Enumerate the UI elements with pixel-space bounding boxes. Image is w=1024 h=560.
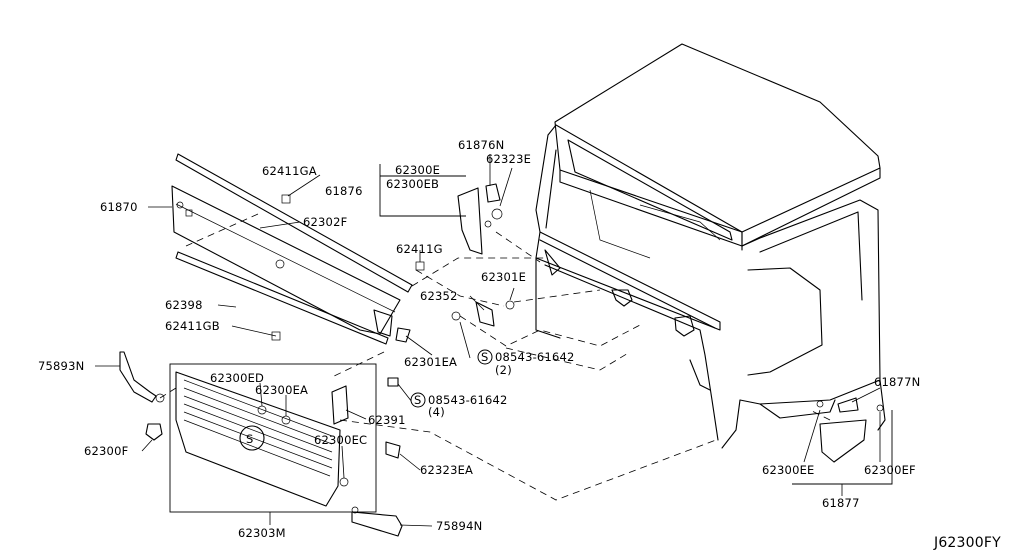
label-62323EA: 62323EA — [420, 463, 473, 477]
label-62300EE: 62300EE — [762, 463, 815, 477]
label-62411GA: 62411GA — [262, 164, 317, 178]
label-qty4: (4) — [428, 405, 445, 419]
label-62411GB: 62411GB — [165, 319, 220, 333]
label-62391: 62391 — [368, 413, 406, 427]
label-61870: 61870 — [100, 200, 138, 214]
label-62352: 62352 — [420, 289, 458, 303]
bracket-group-brace — [379, 164, 466, 217]
screw-symbol-2-letter: S — [481, 350, 489, 364]
label-61876: 61876 — [325, 184, 363, 198]
label-75893N: 75893N — [38, 359, 84, 373]
label-62323E: 62323E — [486, 152, 531, 166]
label-62411G: 62411G — [396, 242, 443, 256]
label-62300E: 62300E — [395, 163, 440, 177]
label-62303M: 62303M — [238, 526, 286, 540]
screw-symbol-4-letter: S — [414, 393, 422, 407]
grille-group-box — [169, 363, 377, 513]
label-62398: 62398 — [165, 298, 203, 312]
step-group-brace — [792, 410, 893, 485]
bracket-61876 — [451, 183, 515, 327]
label-62300EC: 62300EC — [314, 433, 367, 447]
screw-symbol-2 — [477, 349, 493, 365]
label-62300EB: 62300EB — [386, 177, 439, 191]
assembly-dash-lines — [159, 213, 831, 501]
label-75894N: 75894N — [436, 519, 482, 533]
label-61876N: 61876N — [458, 138, 504, 152]
leader-lines — [95, 154, 881, 527]
label-62300F: 62300F — [84, 444, 128, 458]
label-62301EA: 62301EA — [404, 355, 457, 369]
screw-symbol-4 — [410, 392, 426, 408]
small-parts — [119, 351, 884, 537]
cowl-panel-61870 — [171, 153, 425, 345]
grille-emblem: S — [246, 432, 254, 446]
label-62300ED: 62300ED — [210, 371, 264, 385]
label-08543-qty4: 08543-61642 — [428, 393, 508, 407]
label-08543-qty2: 08543-61642 — [495, 350, 575, 364]
label-62300EA: 62300EA — [255, 383, 308, 397]
cab-body — [535, 43, 886, 449]
label-61877N: 61877N — [874, 375, 920, 389]
label-62300EF: 62300EF — [864, 463, 916, 477]
part-labels: 62411GA 61870 62302F 62411G 62398 62411G… — [38, 138, 1001, 551]
grille-62303M: S — [175, 371, 349, 507]
label-62301E: 62301E — [481, 270, 526, 284]
label-62302F: 62302F — [303, 215, 347, 229]
label-qty2: (2) — [495, 363, 512, 377]
label-61877: 61877 — [822, 496, 860, 510]
diagram-id: J62300FY — [933, 535, 1001, 551]
